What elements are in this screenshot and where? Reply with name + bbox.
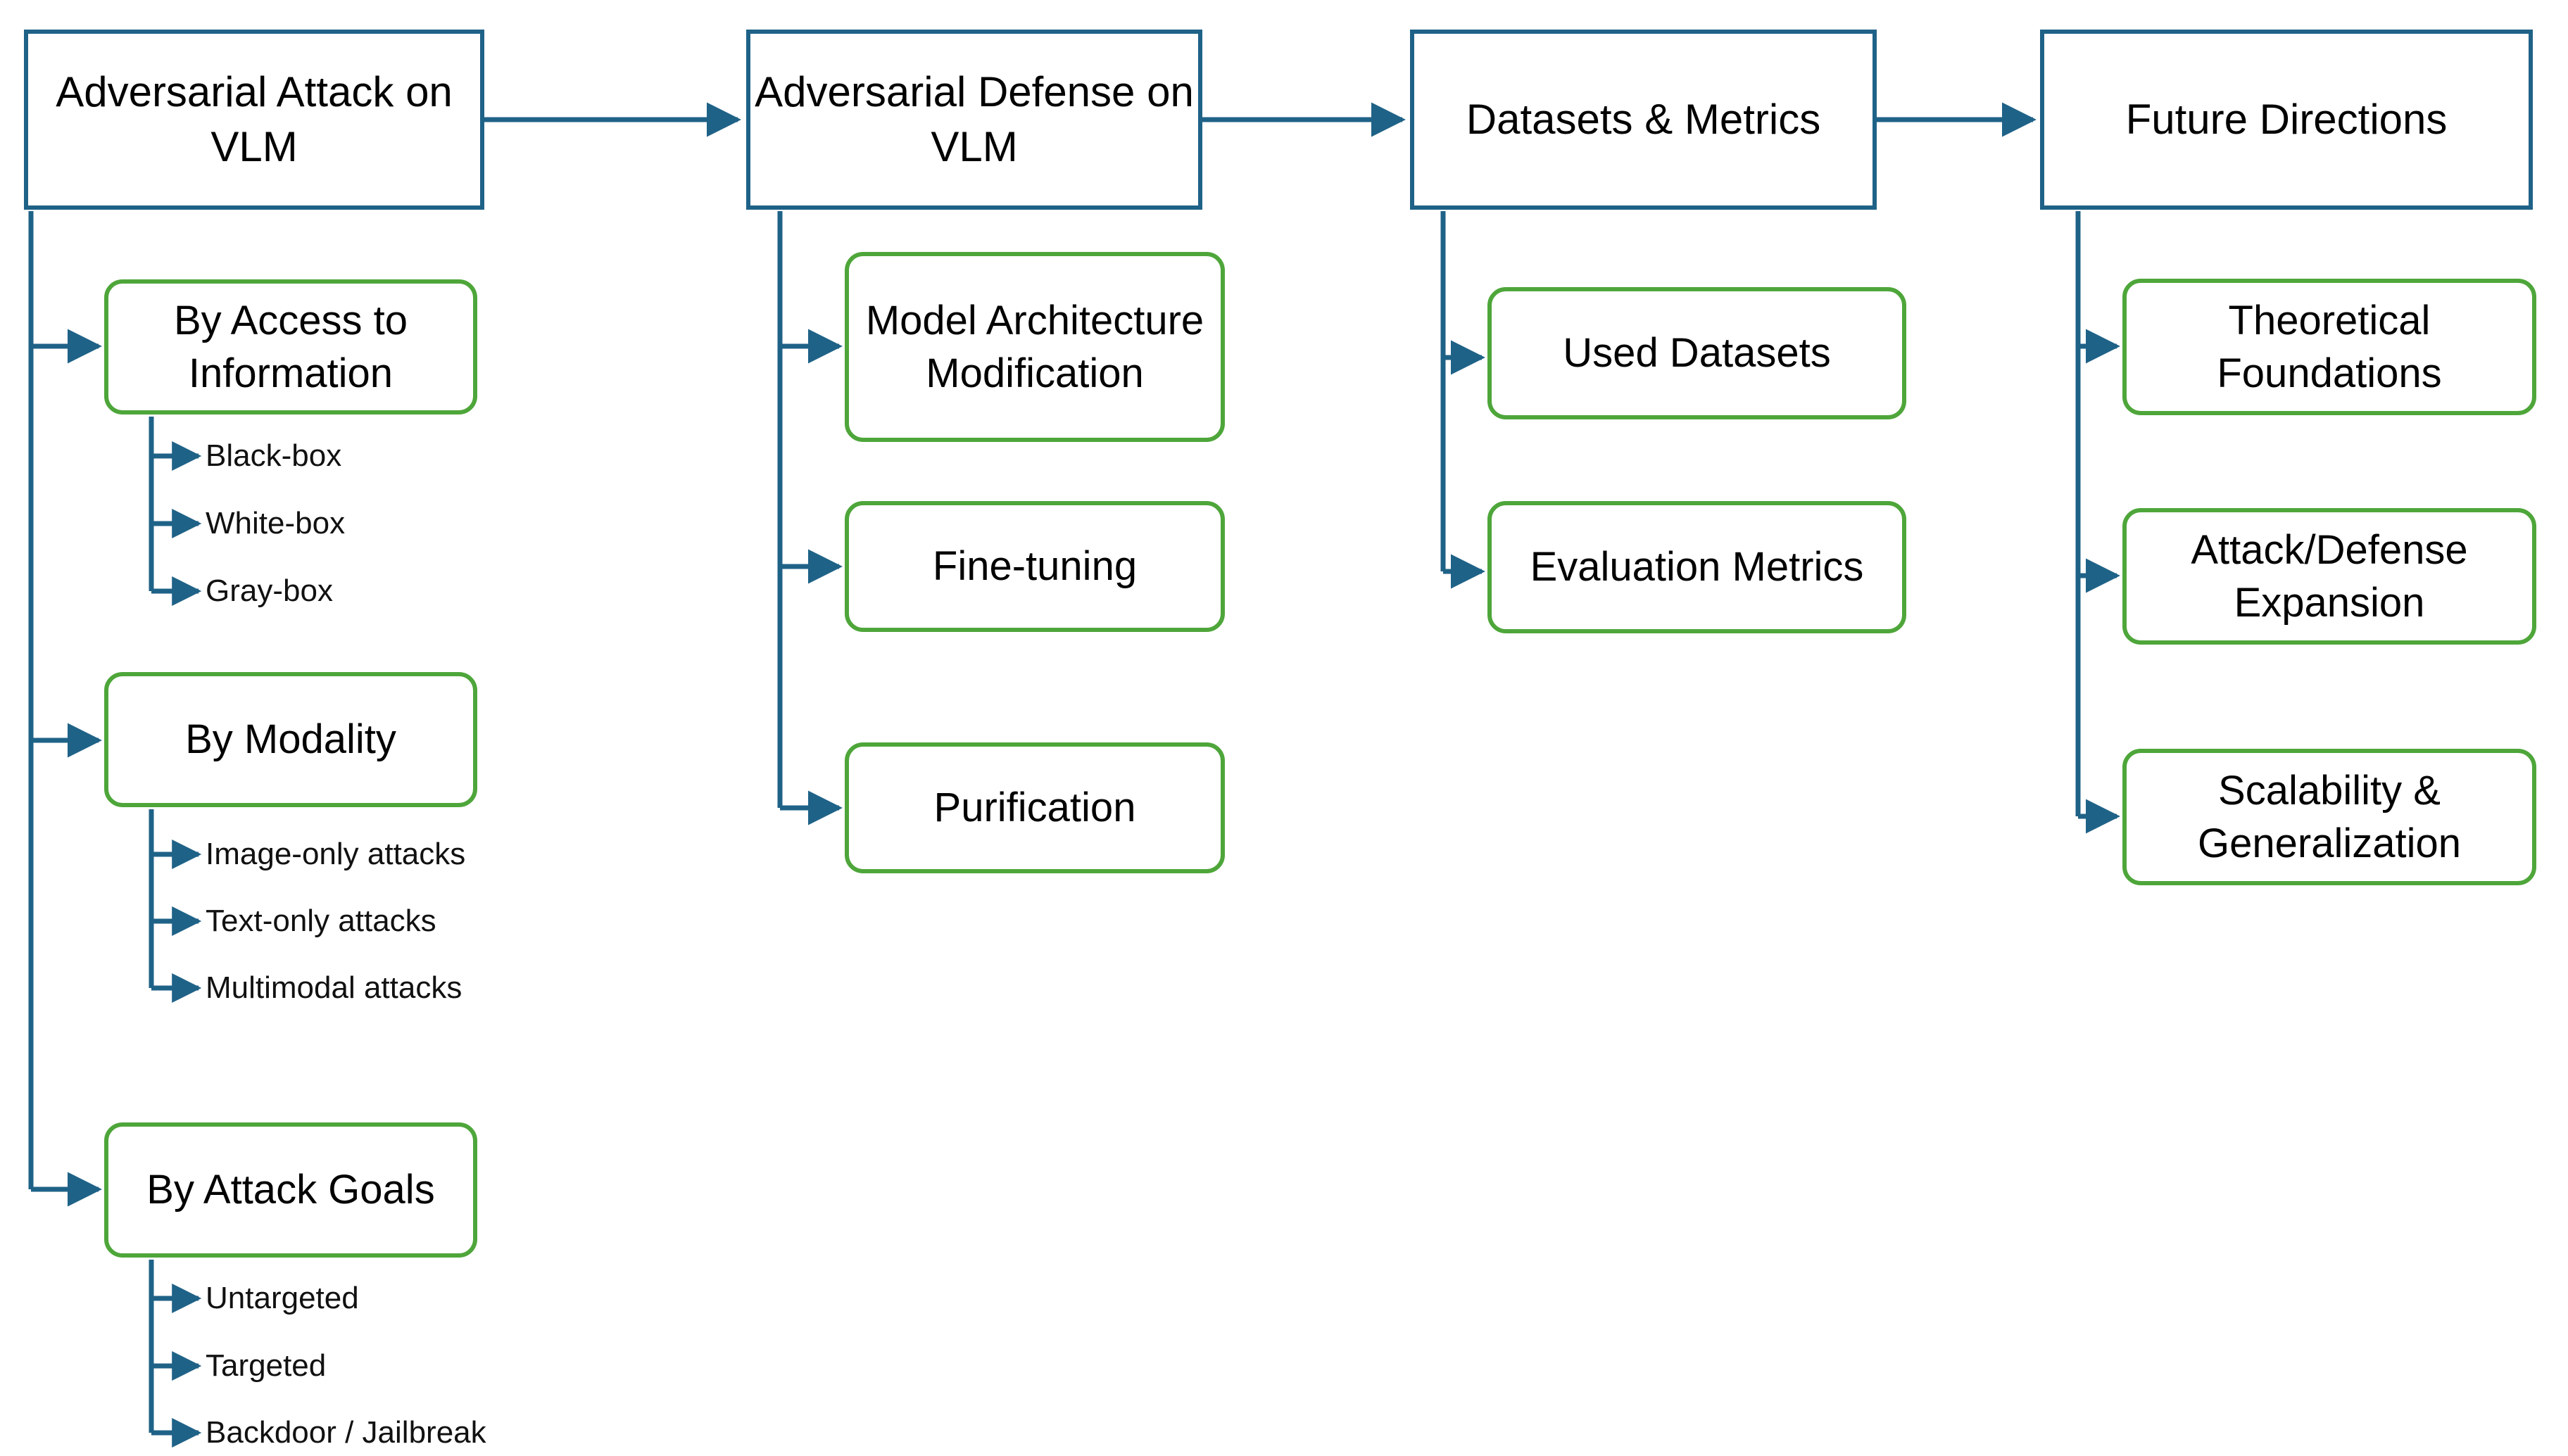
- leaf-image-only-attacks[interactable]: Image-only attacks: [206, 836, 465, 873]
- node-by-attack-goals[interactable]: By Attack Goals: [104, 1122, 477, 1258]
- leaf-multimodal-attacks[interactable]: Multimodal attacks: [206, 970, 462, 1006]
- node-label: Adversarial Attack on VLM: [56, 68, 453, 170]
- node-datasets-and-metrics[interactable]: Datasets & Metrics: [1410, 30, 1877, 210]
- node-fine-tuning[interactable]: Fine-tuning: [845, 501, 1225, 632]
- node-adversarial-defense-on-vlm[interactable]: Adversarial Defense on VLM: [746, 30, 1202, 210]
- node-label: Theoretical Foundations: [2217, 297, 2442, 396]
- node-by-access-to-information[interactable]: By Access to Information: [104, 279, 477, 414]
- leaf-label: Targeted: [206, 1348, 327, 1383]
- node-label: Used Datasets: [1563, 330, 1831, 376]
- node-label: By Modality: [185, 716, 396, 763]
- leaf-targeted[interactable]: Targeted: [206, 1348, 326, 1384]
- leaf-label: Gray-box: [206, 574, 333, 608]
- node-label: Purification: [933, 785, 1136, 831]
- leaf-label: Image-only attacks: [206, 837, 466, 871]
- node-used-datasets[interactable]: Used Datasets: [1487, 287, 1906, 419]
- leaf-label: Text-only attacks: [206, 904, 436, 938]
- node-label: Future Directions: [2125, 96, 2448, 143]
- leaf-backdoor-jailbreak[interactable]: Backdoor / Jailbreak: [206, 1414, 486, 1451]
- node-scalability-and-generalization[interactable]: Scalability & Generalization: [2122, 749, 2536, 885]
- node-label: Datasets & Metrics: [1466, 96, 1821, 143]
- leaf-label: Backdoor / Jailbreak: [206, 1415, 486, 1450]
- leaf-text-only-attacks[interactable]: Text-only attacks: [206, 903, 436, 939]
- node-purification[interactable]: Purification: [845, 742, 1225, 873]
- node-label: Model Architecture Modification: [865, 297, 1204, 396]
- node-label: Evaluation Metrics: [1530, 544, 1864, 590]
- leaf-untargeted[interactable]: Untargeted: [206, 1280, 359, 1317]
- node-label: Scalability & Generalization: [2198, 767, 2461, 866]
- leaf-black-box[interactable]: Black-box: [206, 438, 341, 474]
- node-by-modality[interactable]: By Modality: [104, 672, 477, 807]
- node-attack-defense-expansion[interactable]: Attack/Defense Expansion: [2122, 508, 2536, 645]
- leaf-label: Multimodal attacks: [206, 970, 462, 1005]
- node-label: Attack/Defense Expansion: [2191, 526, 2468, 626]
- leaf-gray-box[interactable]: Gray-box: [206, 573, 333, 609]
- node-label: By Attack Goals: [146, 1167, 435, 1213]
- node-model-architecture-modification[interactable]: Model Architecture Modification: [845, 252, 1225, 442]
- node-adversarial-attack-on-vlm[interactable]: Adversarial Attack on VLM: [24, 30, 484, 210]
- leaf-white-box[interactable]: White-box: [206, 505, 345, 542]
- node-evaluation-metrics[interactable]: Evaluation Metrics: [1487, 501, 1906, 633]
- node-theoretical-foundations[interactable]: Theoretical Foundations: [2122, 279, 2536, 415]
- leaf-label: Black-box: [206, 438, 342, 473]
- node-label: By Access to Information: [173, 297, 408, 396]
- node-label: Adversarial Defense on VLM: [755, 68, 1194, 170]
- leaf-label: Untargeted: [206, 1281, 359, 1315]
- node-label: Fine-tuning: [932, 543, 1138, 590]
- leaf-label: White-box: [206, 506, 346, 540]
- node-future-directions[interactable]: Future Directions: [2040, 30, 2533, 210]
